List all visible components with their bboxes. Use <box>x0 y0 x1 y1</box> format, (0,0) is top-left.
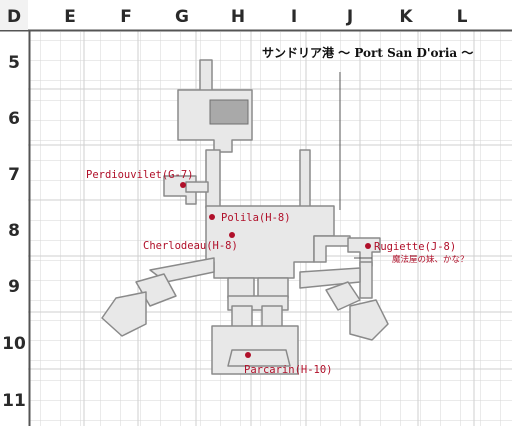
col-label: L <box>457 7 468 27</box>
row-header-bar <box>0 0 28 426</box>
col-label: H <box>231 7 245 27</box>
column-dividers <box>83 0 475 426</box>
marker-label: Parcarin(H-10) <box>244 364 333 376</box>
column-header-bar <box>0 0 512 30</box>
row-labels: 5 6 7 8 9 10 11 <box>2 53 26 411</box>
marker-label: Polila(H-8) <box>221 212 291 224</box>
marker-label: Perdiouvilet(G-7) <box>86 169 193 181</box>
row-label: 5 <box>8 53 20 73</box>
marker-note: 魔法屋の妹、かな？ <box>392 254 469 265</box>
row-label: 9 <box>8 277 20 297</box>
marker-label: Rugiette(J-8) <box>374 241 456 253</box>
row-label: 6 <box>8 109 20 129</box>
row-label: 7 <box>8 165 20 185</box>
col-label: D <box>7 7 21 27</box>
marker-dot[interactable] <box>180 182 186 188</box>
col-label: I <box>291 7 297 27</box>
marker-dot[interactable] <box>245 352 251 358</box>
marker-dot[interactable] <box>209 214 215 220</box>
column-labels: D E F G H I J K L <box>7 7 468 27</box>
col-label: E <box>64 7 76 27</box>
town-layout <box>101 59 389 375</box>
marker-dot[interactable] <box>365 243 371 249</box>
marker-label: Cherlodeau(H-8) <box>143 240 238 252</box>
npc-markers: Perdiouvilet(G-7) Polila(H-8) Cherlodeau… <box>86 169 469 376</box>
map-title: サンドリア港 ～ Port San D'oria ～ <box>262 45 473 60</box>
roof-block <box>209 99 249 125</box>
row-label: 10 <box>2 334 26 354</box>
leader-lines <box>339 72 372 259</box>
col-label: K <box>399 7 413 27</box>
marker-dot[interactable] <box>229 232 235 238</box>
row-label: 11 <box>2 391 26 411</box>
row-label: 8 <box>8 221 20 241</box>
col-label: G <box>175 7 189 27</box>
col-label: J <box>346 7 353 27</box>
col-label: F <box>120 7 132 27</box>
